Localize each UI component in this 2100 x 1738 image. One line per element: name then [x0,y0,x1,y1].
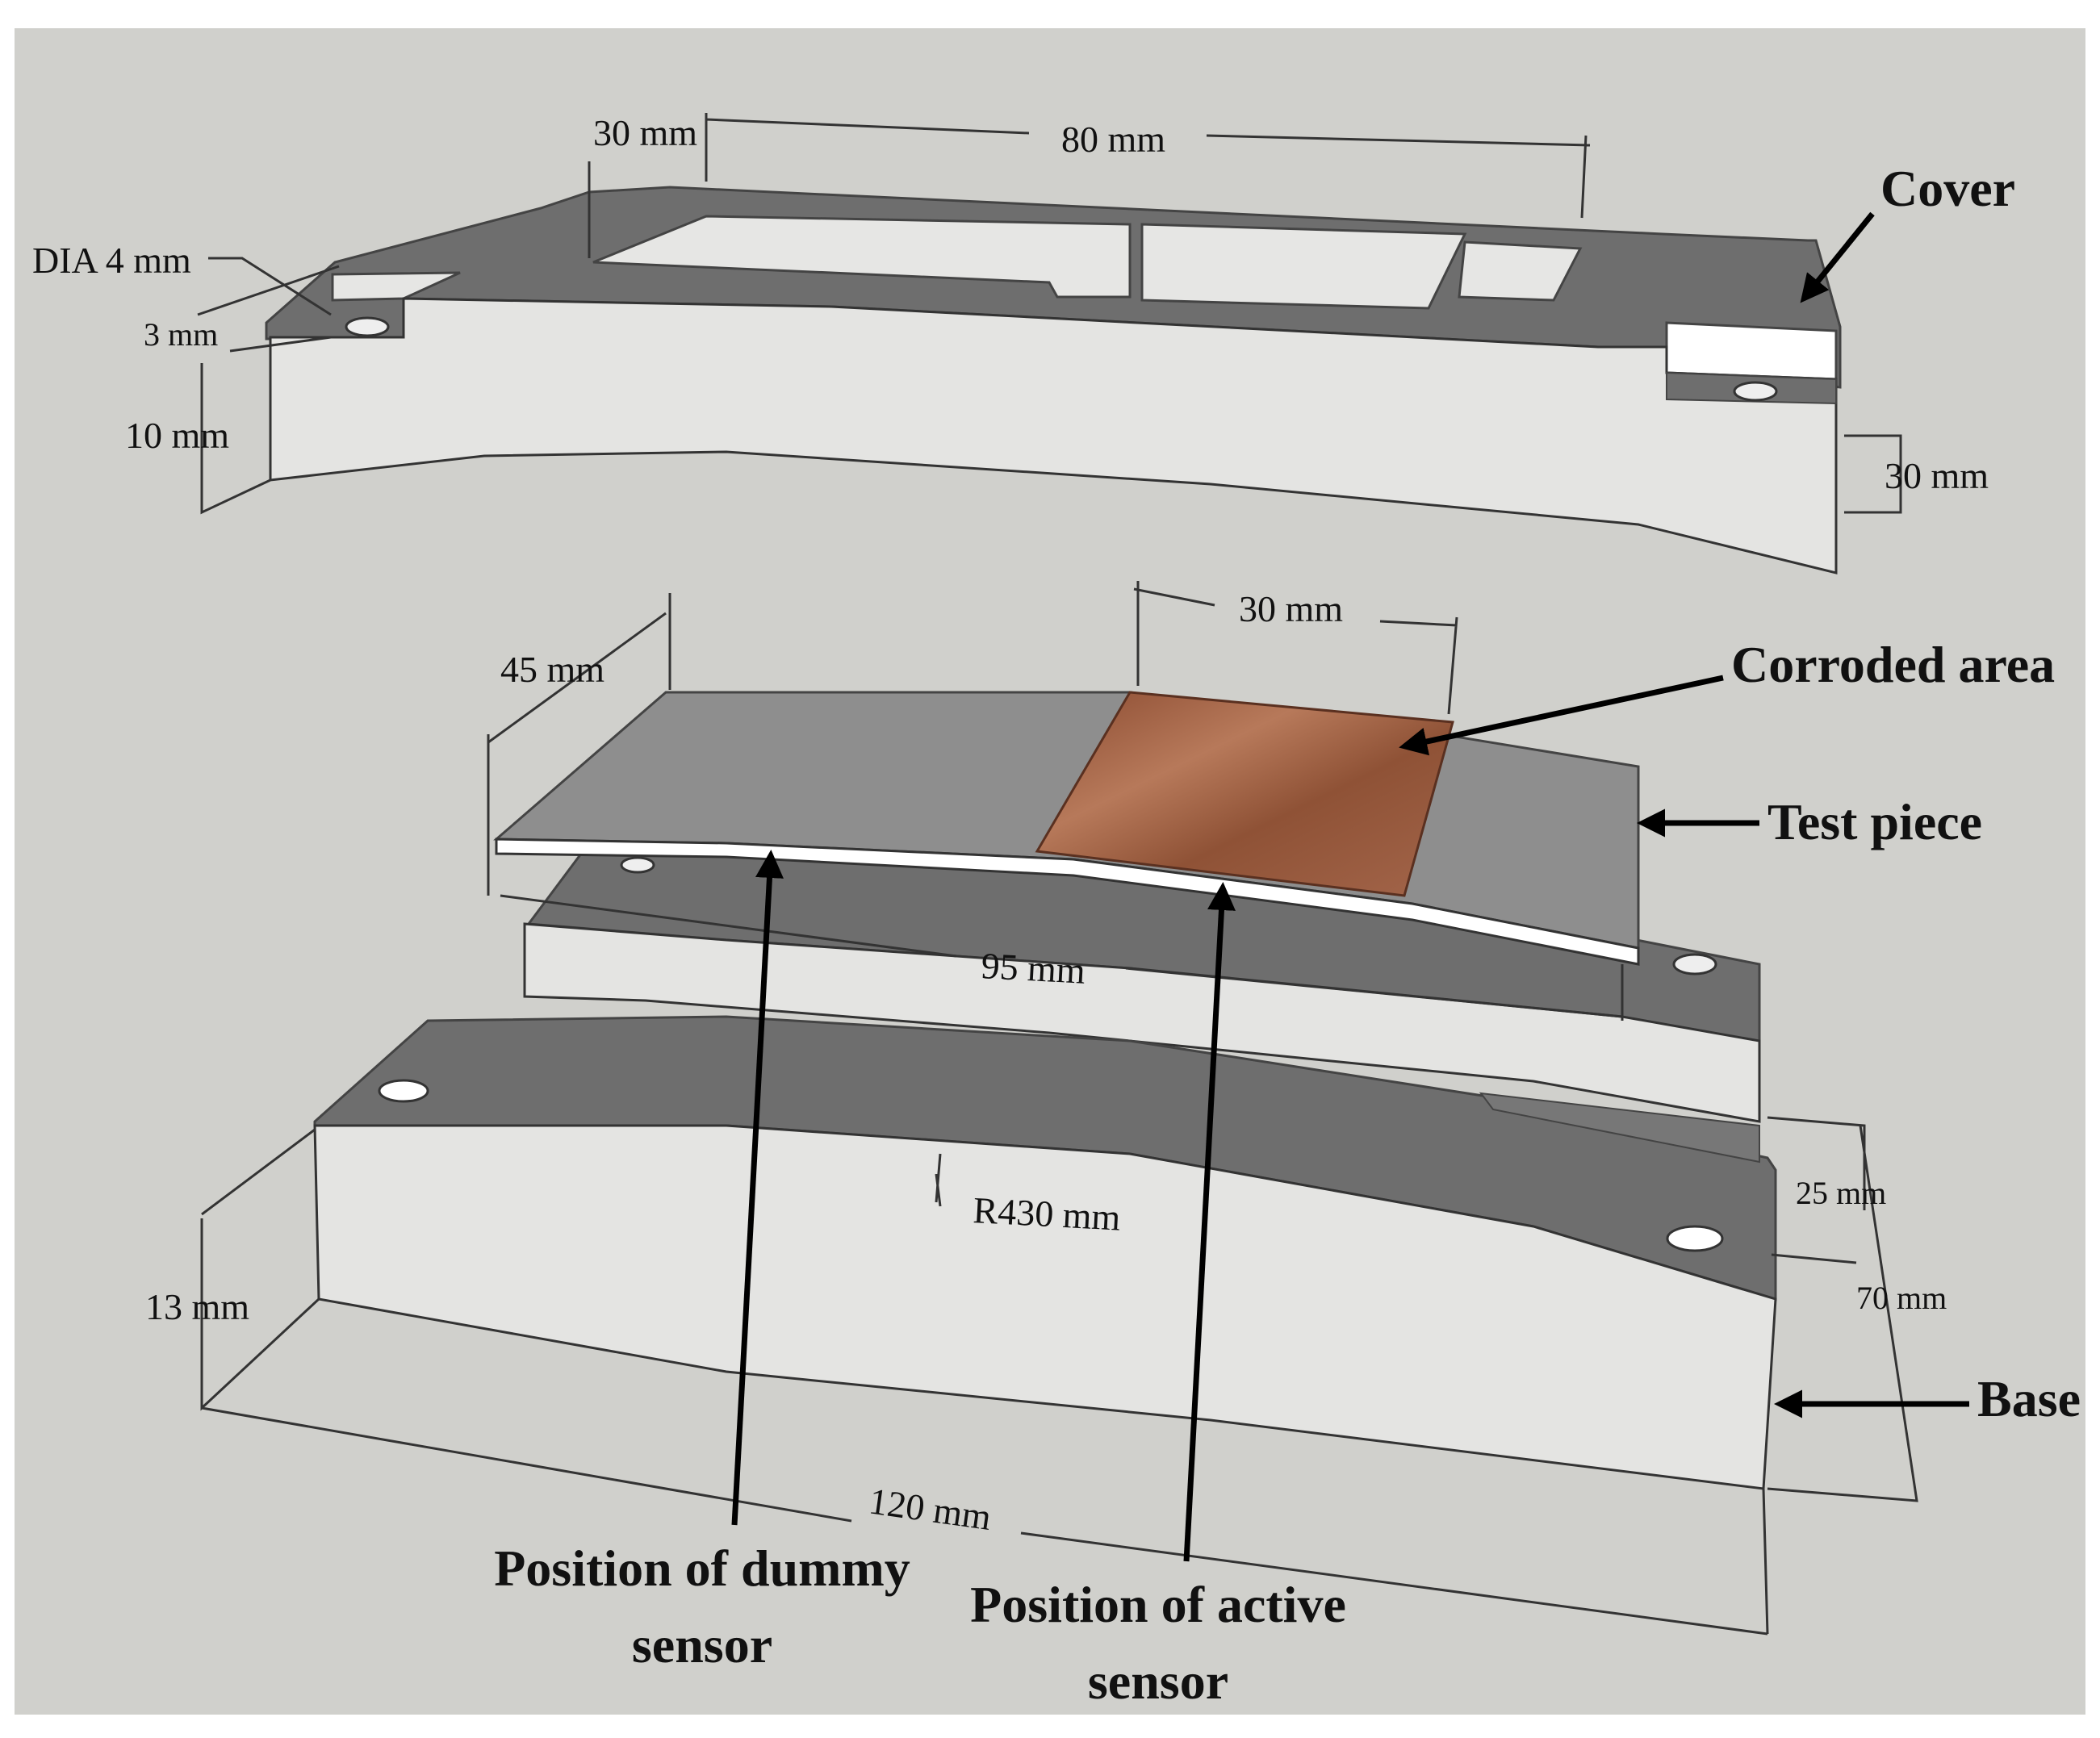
dummy-sensor-arrow [731,850,784,1526]
corroded-area-arrow [1399,675,1724,756]
cover-hole-right [1733,381,1778,402]
label-dummy-sensor-line1: Position of dummy [494,1540,910,1597]
dim-test-piece-length: 95 mm [980,945,1086,992]
cover-slot-left [592,215,1132,299]
base-hole-left [378,1079,429,1103]
corroded-area-patch [1035,691,1454,897]
active-sensor-arrow [1183,882,1236,1562]
test-piece-edge [495,838,1640,966]
label-cover: Cover [1880,160,2015,217]
dim-cover-height: 10 mm [125,415,229,456]
label-base: Base [1977,1370,2081,1427]
cover-right-notch [1665,321,1838,381]
base-front-face [313,1124,1777,1490]
dim-radius: R430 mm [972,1189,1121,1239]
dim-test-piece-width: 45 mm [500,649,604,690]
base-step [1479,1092,1760,1164]
cover-slot-middle [1140,223,1467,310]
support-hole-right [1672,953,1717,976]
label-active-sensor-line2: sensor [1088,1652,1228,1710]
dim-base-width: 70 mm [1856,1280,1947,1316]
label-corroded-area: Corroded area [1731,636,2055,693]
dim-cover-width: 30 mm [1885,455,1989,496]
dim-cover-slot-length: 80 mm [1061,119,1165,160]
dim-hole-offset: 3 mm [144,316,218,353]
label-active-sensor-line1: Position of active [970,1576,1346,1633]
base-part [313,1015,1777,1490]
dim-hole-diameter: DIA 4 mm [32,240,191,281]
test-piece [493,691,1640,966]
dimension-lines [197,113,1918,1636]
dim-base-height: 13 mm [145,1286,249,1327]
cover-hole-left [345,316,390,337]
dim-corroded-length: 30 mm [1239,588,1343,629]
base-hole-right [1666,1225,1724,1252]
label-dummy-sensor-line2: sensor [632,1616,772,1673]
dim-cover-slot-offset: 30 mm [593,112,697,153]
cover-arrow [1800,211,1875,303]
support-front-face [523,922,1761,1123]
dim-base-step-width: 25 mm [1796,1175,1886,1211]
support-hole-left [620,856,655,874]
callout-arrows [731,211,1969,1562]
cover-slot-right [1458,240,1583,302]
label-test-piece: Test piece [1767,793,1982,850]
cover-part [265,186,1842,574]
